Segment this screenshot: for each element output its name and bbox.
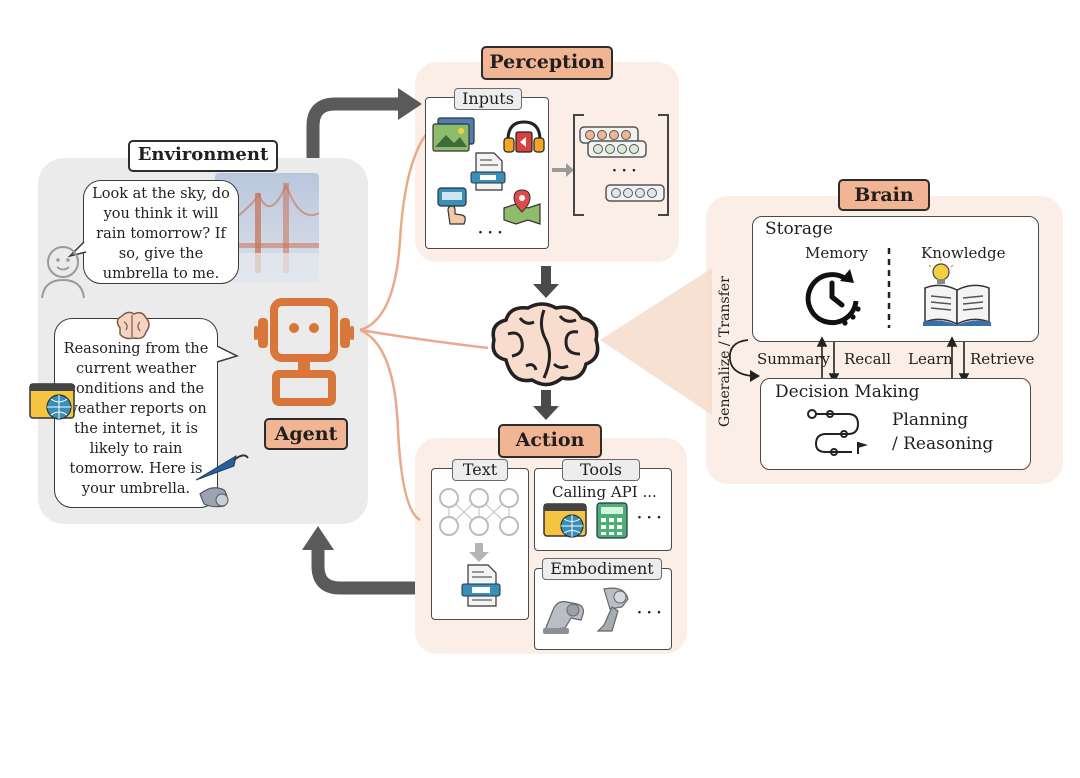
decision-making-box [760, 378, 1031, 470]
embedding-vectors [573, 114, 669, 216]
user-speech-bubble: Look at the sky, do you think it will ra… [83, 180, 239, 284]
tools-ellipsis: · · · [637, 510, 662, 526]
vectors-ellipsis: · · · [612, 163, 637, 179]
arrow-brain-action [533, 406, 559, 420]
robot-arm-icon [543, 601, 584, 634]
encode-arrow [552, 163, 574, 177]
reasoning-label: / Reasoning [892, 434, 994, 454]
planning-path-icon [807, 409, 868, 456]
inputs-ellipsis: · · · [478, 225, 503, 241]
link-agent-action [359, 328, 421, 522]
neural-network-icon [439, 488, 519, 536]
arrow-to-environment-head [302, 526, 334, 550]
text-input-icon [470, 152, 506, 191]
memory-icon [805, 269, 861, 326]
text-output-icon [461, 564, 501, 607]
image-input-icon [432, 117, 475, 152]
link-agent-brain [359, 328, 489, 350]
decision-making-label: Decision Making [775, 382, 920, 402]
bridge-photo [214, 173, 320, 283]
agent-bubble-tail [216, 345, 240, 363]
arrow-to-environment [311, 548, 415, 595]
planning-label: Planning [892, 410, 969, 430]
generalize-loop-arrow [728, 339, 760, 382]
agent-robot-icon [254, 298, 354, 406]
storage-decision-arrows [816, 336, 970, 384]
arrow-to-perception-head [398, 88, 422, 120]
down-arrow-icon [469, 543, 489, 562]
tools-label: Tools [562, 459, 640, 481]
retrieve-label: Retrieve [970, 350, 1035, 368]
location-input-icon [503, 189, 541, 225]
brain-funnel [600, 268, 712, 415]
text-output-label: Text [452, 459, 508, 481]
user-icon [41, 246, 85, 299]
knowledge-label: Knowledge [921, 244, 1006, 262]
action-title: Action [498, 424, 602, 458]
arrow-perception-brain [533, 284, 559, 298]
perception-title: Perception [481, 46, 613, 80]
umbrella-icon [195, 454, 249, 508]
memory-label: Memory [805, 244, 869, 262]
brain-icon [491, 302, 600, 387]
storage-box [752, 216, 1039, 342]
agent-message-text: Reasoning from the current weather condi… [63, 341, 209, 497]
robot-leg-icon [596, 587, 629, 632]
audio-input-icon [503, 120, 545, 153]
calculator-icon [596, 502, 628, 539]
storage-label: Storage [765, 219, 833, 239]
user-message-text: Look at the sky, do you think it will ra… [92, 186, 230, 282]
brain-title: Brain [838, 179, 930, 211]
agent-label: Agent [264, 418, 348, 450]
recall-label: Recall [844, 350, 892, 368]
browser-api-icon [543, 503, 587, 538]
touch-input-icon [437, 187, 467, 225]
small-brain-icon [116, 311, 150, 340]
learn-label: Learn [908, 350, 953, 368]
browser-globe-icon [29, 383, 75, 420]
embodiment-ellipsis: · · · [637, 605, 662, 621]
arrow-to-perception [306, 97, 400, 158]
environment-title: Environment [128, 140, 278, 172]
storage-divider [887, 248, 891, 328]
calling-api-label: Calling API ... [552, 483, 657, 501]
agent-speech-bubble: Reasoning from the current weather condi… [54, 318, 218, 508]
summary-label: Summary [757, 350, 830, 368]
embodiment-label: Embodiment [542, 558, 662, 580]
inputs-label: Inputs [454, 88, 522, 110]
link-agent-perception [359, 131, 429, 332]
knowledge-book-icon [923, 259, 991, 326]
